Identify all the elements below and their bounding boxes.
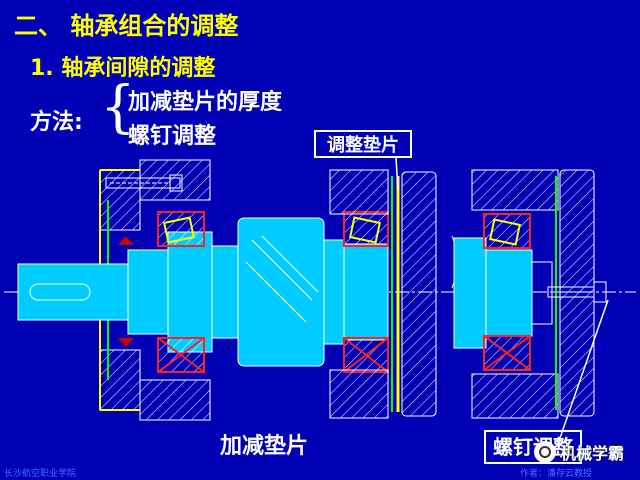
method-screw: 螺钉调整 bbox=[128, 124, 217, 149]
lower-seal bbox=[118, 338, 134, 347]
footer-right: 作者：潘存云教授 bbox=[520, 469, 593, 479]
right-housing bbox=[471, 169, 595, 419]
footer-left: 长沙航空职业学院 bbox=[4, 469, 77, 479]
method-label: 方法: bbox=[30, 110, 83, 135]
screw-callout-leader bbox=[559, 299, 609, 439]
caption-screw: 螺钉调整 bbox=[484, 430, 582, 464]
right-bearing bbox=[483, 213, 531, 371]
left-bearing bbox=[157, 211, 205, 373]
caption-shims: 加减垫片 bbox=[220, 434, 309, 459]
adjusting-screw bbox=[547, 281, 607, 303]
shaft bbox=[17, 217, 389, 367]
watermark: 机械学霸 bbox=[534, 438, 634, 466]
watermark-text: 机械学霸 bbox=[560, 444, 625, 463]
middle-bearing bbox=[343, 211, 389, 373]
middle-housing bbox=[329, 169, 437, 419]
watermark-logo-icon bbox=[534, 441, 556, 463]
right-shaft bbox=[451, 235, 553, 349]
shim-callout-leader bbox=[395, 157, 399, 191]
left-top-bolt bbox=[105, 174, 183, 192]
brace-icon: { bbox=[100, 75, 136, 140]
section-title: 二、 轴承组合的调整 bbox=[14, 12, 239, 40]
subtitle: 1. 轴承间隙的调整 bbox=[30, 56, 216, 81]
method-shim: 加减垫片的厚度 bbox=[128, 90, 283, 115]
upper-seal bbox=[118, 236, 134, 245]
shim-callout: 调整垫片 bbox=[314, 130, 412, 158]
